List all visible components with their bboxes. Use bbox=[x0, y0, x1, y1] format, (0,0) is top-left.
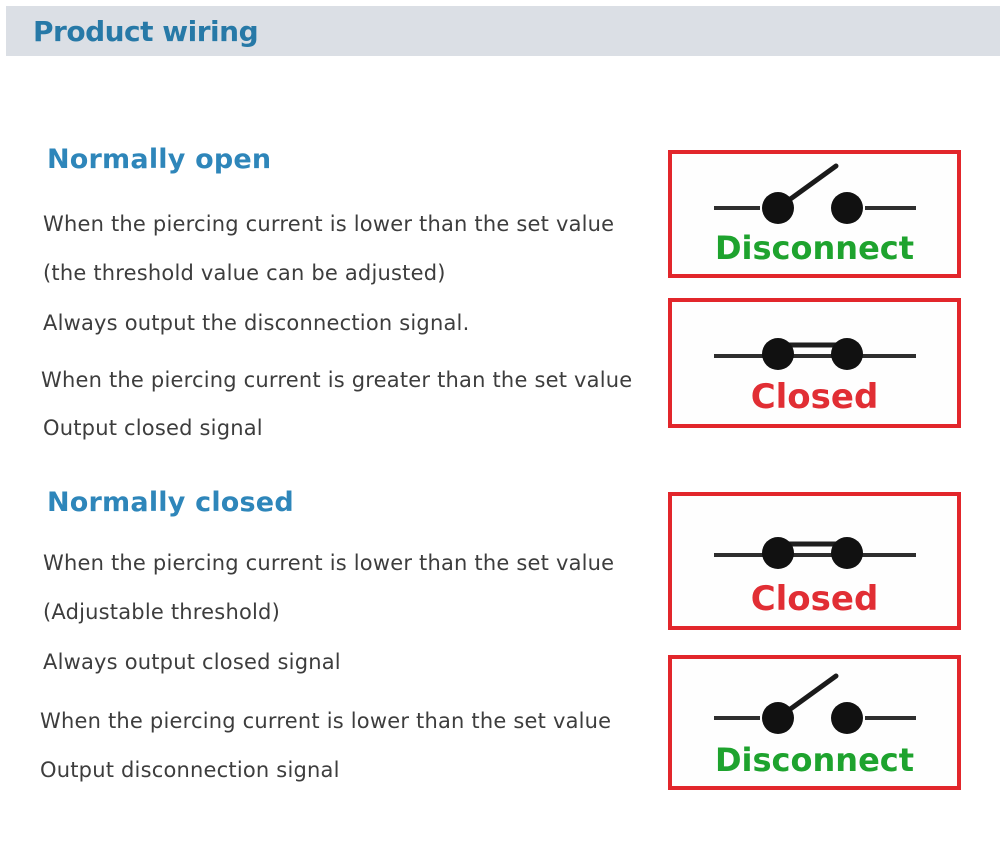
body-line: When the piercing current is greater tha… bbox=[41, 368, 633, 392]
wiring-state-box-closed: Closed bbox=[668, 492, 961, 630]
body-line: (the threshold value can be adjusted) bbox=[43, 261, 446, 285]
closed-switch-icon bbox=[710, 509, 920, 571]
section-heading-normally-closed: Normally closed bbox=[47, 487, 294, 518]
open-switch-icon bbox=[710, 672, 920, 734]
wiring-state-box-disconnect: Disconnect bbox=[668, 655, 961, 790]
header-bar: Product wiring bbox=[6, 6, 1000, 56]
switch-state-label: Disconnect bbox=[714, 741, 915, 779]
closed-switch-icon bbox=[710, 310, 920, 372]
body-line: Always output closed signal bbox=[43, 650, 341, 674]
open-switch-icon bbox=[710, 162, 920, 224]
body-line: Always output the disconnection signal. bbox=[43, 311, 470, 335]
page-title: Product wiring bbox=[33, 14, 259, 48]
wiring-state-box-closed: Closed bbox=[668, 298, 961, 428]
wiring-state-box-disconnect: Disconnect bbox=[668, 150, 961, 278]
body-line: When the piercing current is lower than … bbox=[43, 212, 615, 236]
body-line: (Adjustable threshold) bbox=[43, 600, 280, 624]
body-line: When the piercing current is lower than … bbox=[40, 709, 612, 733]
section-heading-normally-open: Normally open bbox=[47, 144, 272, 175]
body-line: Output disconnection signal bbox=[40, 758, 340, 782]
switch-state-label: Closed bbox=[750, 579, 879, 619]
body-line: When the piercing current is lower than … bbox=[43, 551, 615, 575]
switch-state-label: Disconnect bbox=[714, 229, 915, 267]
body-line: Output closed signal bbox=[43, 416, 263, 440]
switch-state-label: Closed bbox=[750, 377, 879, 417]
